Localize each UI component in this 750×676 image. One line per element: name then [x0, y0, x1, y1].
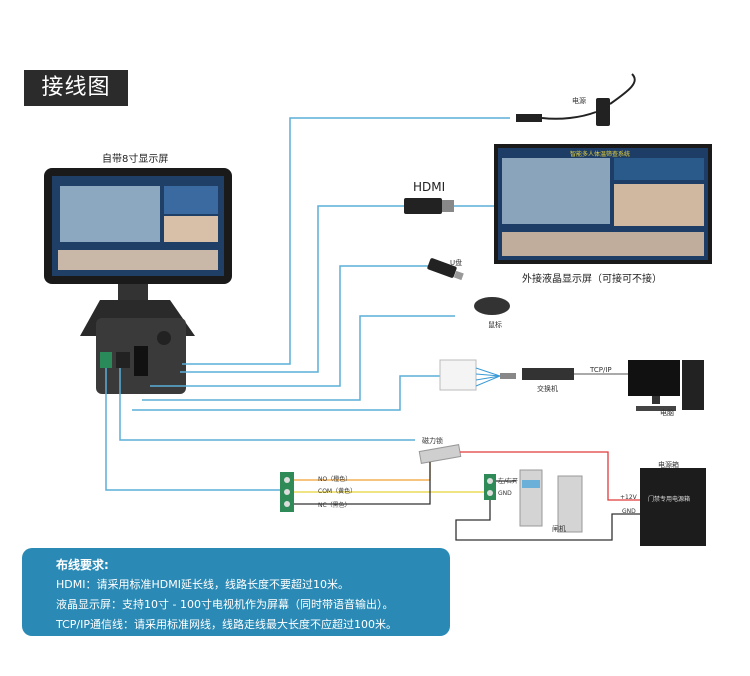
- mouse-label: 鼠标: [488, 321, 502, 329]
- terminal-blocks: [280, 472, 496, 512]
- switch-label: 交换机: [537, 385, 558, 393]
- power-adapter: [516, 73, 636, 126]
- requirement-line: TCP/IP通信线：请采用标准网线，线路走线最大长度不应超过100米。: [56, 618, 397, 631]
- device-body: [80, 284, 195, 394]
- pc-label: 电脑: [660, 409, 674, 417]
- usb-drive: [427, 258, 464, 281]
- requirements-heading: 布线要求:: [56, 558, 109, 572]
- wiring-requirements-panel: 布线要求: HDMI：请采用标准HDMI延长线，线路长度不要超过10米。 液晶显…: [22, 548, 450, 636]
- external-screen-heading: 智能多人体温筛查系统: [570, 151, 631, 158]
- diagram-title: 接线图: [24, 70, 128, 106]
- requirement-line: HDMI：请采用标准HDMI延长线，线路长度不要超过10米。: [56, 578, 349, 591]
- network-devices: [439, 359, 704, 411]
- gate-open-label: 左/右开: [498, 478, 519, 485]
- wire-nc-label: NC（黑色）: [318, 502, 351, 509]
- power-supply-box: [640, 468, 706, 546]
- relay-wires: [294, 451, 640, 541]
- device-screen: [44, 168, 232, 284]
- power-label: 电源: [572, 97, 586, 105]
- external-display: [494, 144, 712, 264]
- usb-label: U盘: [450, 259, 463, 267]
- hdmi-label: HDMI: [413, 180, 446, 194]
- turnstile-gate: [519, 469, 583, 533]
- wire-no-label: NO（橙色）: [318, 476, 352, 483]
- magnetic-lock: [418, 444, 462, 464]
- tcpip-label: TCP/IP: [590, 366, 612, 374]
- external-display-caption: 外接液晶显示屏（可接可不接）: [522, 274, 662, 285]
- psu-box-label: 电源箱: [658, 461, 679, 469]
- mouse: [474, 297, 510, 315]
- requirement-line: 液晶显示屏：支持10寸 - 100寸电视机作为屏幕（同时带语音输出）。: [56, 598, 394, 611]
- gate-label: 闸机: [552, 525, 566, 533]
- device-label: 自带8寸显示屏: [102, 154, 169, 165]
- gate-gnd-label: GND: [498, 490, 512, 497]
- psu-12v-label: +12V: [620, 494, 637, 501]
- wire-com-label: COM（黄色）: [318, 488, 357, 495]
- psu-gnd-label: GND: [622, 508, 636, 515]
- device-cables: [105, 117, 510, 491]
- maglock-label: 磁力锁: [422, 437, 443, 445]
- hdmi-plug: [404, 198, 454, 214]
- psu-text: 门禁专用电源箱: [648, 496, 691, 503]
